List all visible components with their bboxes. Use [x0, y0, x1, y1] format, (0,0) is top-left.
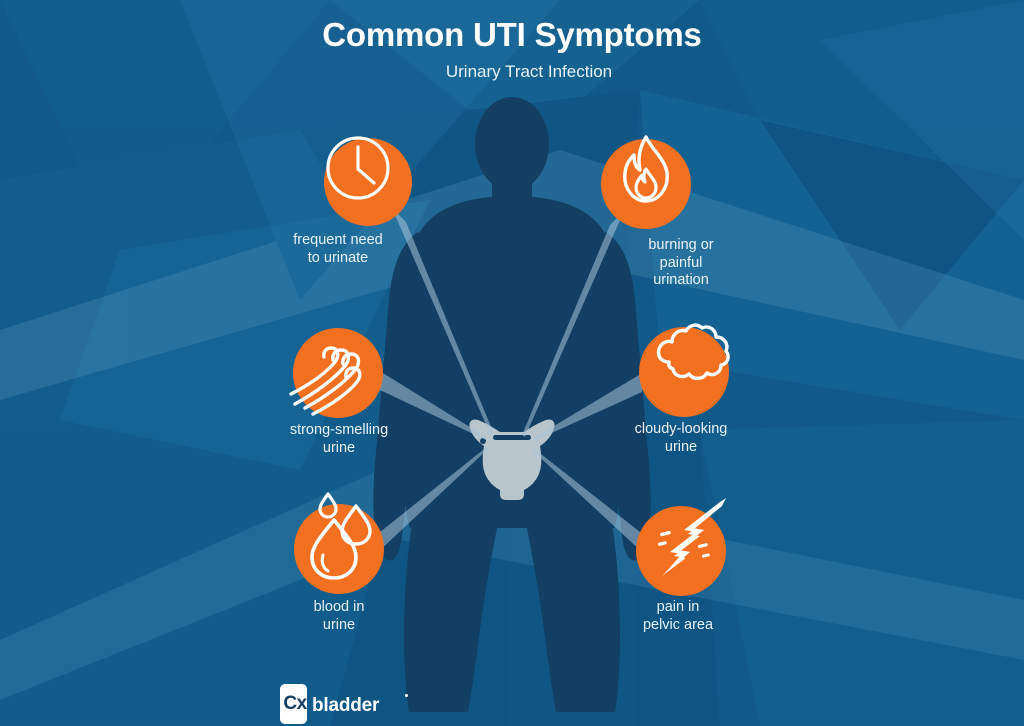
connector-line-burning-urination — [522, 211, 624, 437]
connector-line-pelvic-pain — [532, 447, 642, 552]
logo-wordmark: bladder — [312, 695, 380, 716]
symptom-label-strong-smelling-urine: strong-smelling urine — [289, 422, 389, 456]
symptom-circle-cloudy-urine[interactable] — [639, 327, 729, 417]
connector-line-strong-smelling — [378, 370, 486, 440]
clock-icon — [326, 136, 390, 200]
cloud-icon — [656, 323, 730, 381]
logo-mark: Cx — [283, 693, 307, 714]
lightning-bolt-icon — [657, 498, 726, 576]
page-subtitle: Urinary Tract Infection — [445, 62, 613, 81]
connector-line-cloudy-urine — [534, 372, 644, 441]
symptom-label-pelvic-pain: pain in pelvic area — [642, 599, 714, 633]
symptom-label-cloudy-urine: cloudy-looking urine — [634, 421, 728, 455]
smell-icon — [289, 346, 362, 416]
connector-line-blood-urine — [378, 446, 488, 552]
logo-dot — [405, 694, 408, 697]
page-title: Common UTI Symptoms — [322, 16, 702, 53]
symptom-circle-burning-urination[interactable] — [601, 139, 691, 229]
symptom-label-blood-in-urine: blood in urine — [313, 599, 365, 633]
symptom-circle-frequent-urination[interactable] — [324, 138, 412, 226]
symptom-label-burning-urination: burning or painful urination — [648, 237, 714, 288]
blood-drop-icon — [310, 492, 372, 580]
connector-line-frequent-urination — [392, 208, 494, 436]
symptom-label-frequent-urination: frequent need to urinate — [293, 232, 383, 266]
logo-badge — [280, 684, 307, 724]
cxbladder-logo[interactable]: Cx bladder — [280, 684, 440, 724]
flame-icon — [623, 135, 669, 203]
bladder-illustration — [469, 419, 555, 500]
